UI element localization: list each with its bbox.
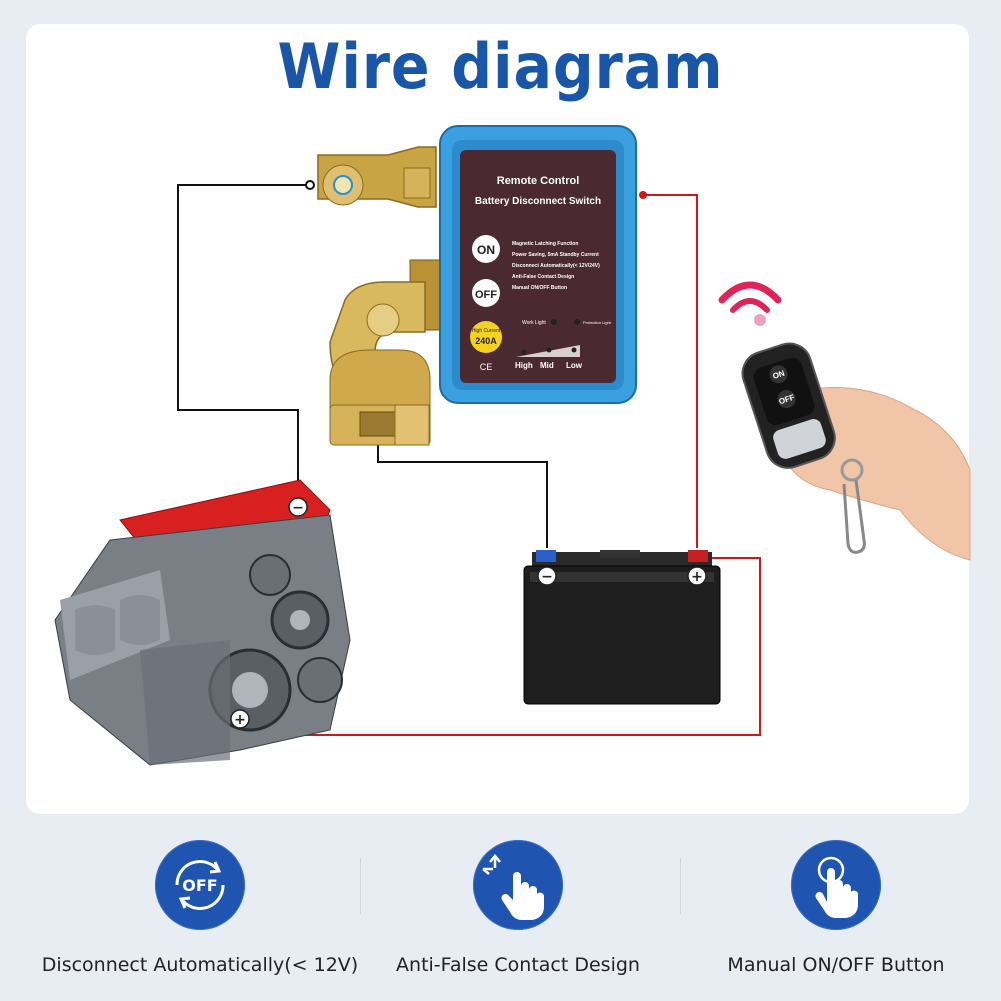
battery-positive-label: +	[691, 569, 703, 585]
feature-label: Disconnect Automatically(< 12V)	[41, 954, 359, 976]
level-indicator	[546, 347, 552, 353]
level-low: Low	[566, 361, 583, 370]
off-cycle-icon: OFF	[155, 840, 245, 930]
level-indicator	[521, 349, 527, 355]
wire-switch-to-engine	[177, 184, 310, 500]
remote-on-label: ON	[772, 369, 786, 381]
feature-strip: OFF Disconnect Automatically(< 12V) Anti…	[0, 830, 1001, 1000]
remote-off-button[interactable]	[775, 388, 798, 411]
current-badge-value: 240A	[475, 336, 497, 346]
switch-off-label: OFF	[475, 289, 497, 301]
work-light-label: Work Light	[522, 320, 546, 326]
switch-title-line1: Remote Control	[497, 175, 580, 187]
engine-positive-marker	[230, 709, 250, 729]
switch-on-button[interactable]	[472, 235, 500, 263]
wire-diagram: Remote Control Battery Disconnect Switch…	[54, 125, 971, 766]
wire-endpoint	[305, 180, 315, 190]
switch-feature: Magnetic Latching Function	[512, 241, 578, 247]
switch-feature: Power Saving, 5mA Standby Current	[512, 252, 599, 258]
feature-divider	[680, 858, 681, 914]
switch-on-label: ON	[477, 243, 495, 257]
switch-feature: Anti-False Contact Design	[512, 274, 574, 280]
positive-wires	[240, 194, 761, 736]
brass-terminals	[317, 146, 441, 446]
page-title: Wire diagram	[277, 30, 724, 103]
svg-text:OFF: OFF	[182, 876, 217, 895]
switch-title-line2: Battery Disconnect Switch	[475, 196, 601, 207]
level-mid: Mid	[540, 361, 554, 370]
work-light-indicator	[551, 319, 557, 325]
key-ring	[840, 458, 864, 482]
engine	[54, 479, 351, 766]
feature-disconnect-auto: OFF Disconnect Automatically(< 12V)	[40, 840, 360, 976]
feature-divider	[360, 858, 361, 914]
switch-feature: Disconnect Automatically(< 12V/24V)	[512, 263, 600, 269]
feature-manual-button: Manual ON/OFF Button	[676, 840, 996, 976]
terminal-markers: − + − +	[230, 497, 707, 729]
signal-waves-icon	[718, 281, 782, 304]
engine-positive-label: +	[234, 712, 246, 728]
engine-negative-marker	[288, 497, 308, 517]
hand-press-icon	[791, 840, 881, 930]
level-indicator	[571, 347, 577, 353]
wire-switch-to-battery-positive	[642, 194, 698, 548]
remote-on-button[interactable]	[767, 363, 790, 386]
engine-negative-label: −	[292, 500, 304, 516]
ce-mark: CE	[480, 362, 493, 372]
battery-positive-marker	[687, 566, 707, 586]
wire-endpoint	[639, 191, 647, 199]
switch-feature: Manual ON/OFF Button	[512, 285, 567, 291]
battery-disconnect-switch: Remote Control Battery Disconnect Switch…	[439, 125, 637, 404]
protection-light-indicator	[574, 319, 580, 325]
battery-negative-label: −	[541, 569, 553, 585]
remote-control: ON OFF	[718, 281, 971, 561]
feature-label: Anti-False Contact Design	[396, 954, 640, 976]
hand-touch-arrows-icon	[473, 840, 563, 930]
battery-negative-marker	[537, 566, 557, 586]
current-badge-top: High Current	[472, 328, 501, 334]
feature-label: Manual ON/OFF Button	[727, 954, 945, 976]
wire-battery-to-engine	[240, 557, 761, 736]
protection-light-label: Protection Light	[583, 320, 612, 325]
level-high: High	[515, 361, 533, 370]
switch-off-button[interactable]	[472, 279, 500, 307]
feature-anti-false-contact: Anti-False Contact Design	[358, 840, 678, 976]
current-badge	[470, 321, 502, 353]
battery	[523, 550, 721, 705]
